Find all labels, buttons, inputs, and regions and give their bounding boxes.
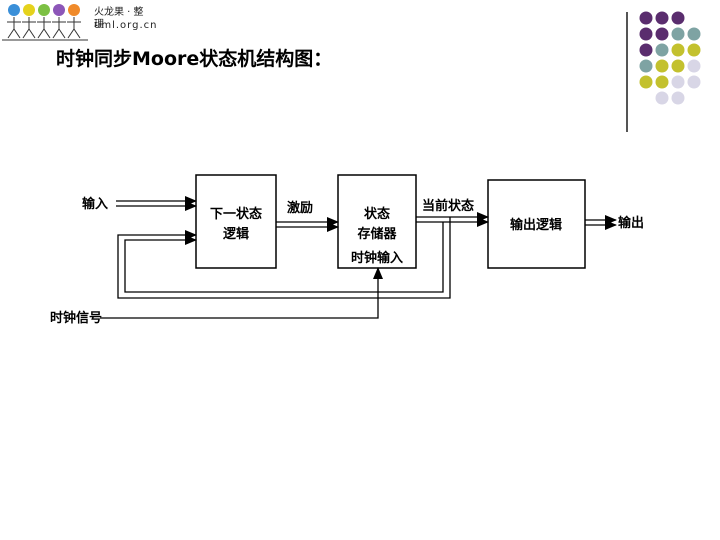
decor-dot bbox=[671, 11, 685, 25]
clock-input-label: 时钟输入 bbox=[351, 250, 403, 266]
decor-dot bbox=[671, 27, 685, 41]
excitation-label: 激励 bbox=[287, 200, 313, 216]
next-state-logic-label-2: 逻辑 bbox=[223, 226, 249, 242]
page-title: 时钟同步Moore状态机结构图： bbox=[56, 48, 333, 70]
decor-dot bbox=[655, 91, 669, 105]
decor-dot bbox=[655, 59, 669, 73]
state-memory-label-2: 存储器 bbox=[357, 226, 397, 242]
current-state-label: 当前状态 bbox=[422, 198, 474, 214]
decor-dot-grid bbox=[639, 11, 701, 105]
decor-dot bbox=[639, 11, 653, 25]
decor-dot bbox=[671, 75, 685, 89]
logo-brand-text: 火龙果 · 整理 bbox=[94, 7, 144, 30]
decor-dot bbox=[655, 43, 669, 57]
decor-dot bbox=[655, 11, 669, 25]
logo-figures-icon bbox=[2, 4, 88, 41]
decor-dot bbox=[655, 27, 669, 41]
output-label: 输出 bbox=[618, 215, 644, 231]
decor-dot bbox=[639, 27, 653, 41]
decor-dot bbox=[687, 27, 701, 41]
output-logic-label: 输出逻辑 bbox=[510, 217, 562, 233]
input-label: 输入 bbox=[82, 196, 108, 212]
decor-dot bbox=[687, 43, 701, 57]
decor-dot bbox=[639, 59, 653, 73]
decor-dot bbox=[639, 75, 653, 89]
decor-dot bbox=[671, 91, 685, 105]
clock-signal-line bbox=[100, 267, 383, 319]
logo-url-text: uml.org.cn bbox=[94, 20, 158, 31]
state-memory-label-1: 状态 bbox=[364, 206, 390, 222]
feedback-line-inner bbox=[124, 222, 444, 293]
logo: 火龙果 · 整理 uml.org.cn bbox=[2, 2, 156, 44]
decor-dot bbox=[671, 59, 685, 73]
decor-dot bbox=[687, 75, 701, 89]
decor-dot bbox=[655, 75, 669, 89]
decor-dot bbox=[639, 43, 653, 57]
decor-dot bbox=[671, 43, 685, 57]
feedback-line-outer bbox=[117, 217, 451, 299]
decor-divider-line bbox=[626, 12, 628, 132]
next-state-logic-label-1: 下一状态 bbox=[210, 206, 262, 222]
decor-dot bbox=[687, 59, 701, 73]
clock-signal-label: 时钟信号 bbox=[50, 310, 102, 326]
